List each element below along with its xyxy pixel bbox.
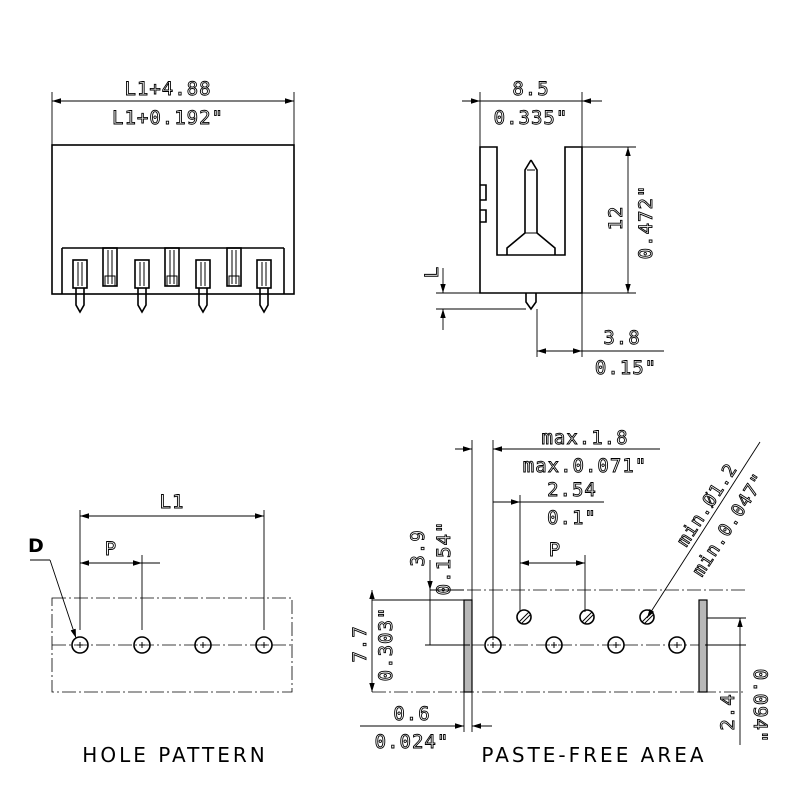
paste-hole-circle: [668, 636, 686, 654]
paste-free-view: max.1.8 max.0.071" 2.54 0.1" P min.Ø1.2 …: [349, 427, 772, 767]
paste-row-in: 0.094": [749, 669, 771, 744]
paste-pitch-mm: 2.54: [547, 479, 597, 501]
paste-row-mm: 2.4: [717, 693, 739, 730]
front-pin: [164, 247, 180, 287]
paste-circles: [484, 609, 686, 654]
front-width-mm: L1+4.88: [124, 78, 211, 100]
hole-circle: [71, 636, 89, 654]
side-depth-mm: 8.5: [512, 78, 549, 100]
paste-edge-mm: 0.6: [393, 703, 430, 725]
paste-hole-circle: [607, 636, 625, 654]
front-pin: [226, 247, 242, 287]
paste-offset-mm: 3.9: [407, 529, 429, 566]
pin-offset-in: 0.15": [595, 357, 657, 379]
hole-diameter-label: D: [28, 535, 44, 557]
hole-length-label: L1: [160, 491, 185, 513]
hole-circle: [255, 636, 273, 654]
paste-width-mm: 7.7: [349, 625, 371, 662]
paste-offset-in: 0.154": [433, 521, 455, 596]
paste-max-mm: max.1.8: [541, 427, 628, 449]
front-view: L1+4.88 L1+0.192": [51, 78, 295, 314]
side-height-mm: 12: [605, 206, 627, 231]
paste-pad-circle: [579, 609, 595, 625]
hole-pattern-caption: HOLE PATTERN: [82, 743, 267, 767]
paste-edge-in: 0.024": [375, 731, 450, 753]
hole-pitch-label: P: [105, 538, 117, 560]
paste-pitch-in: 0.1": [547, 507, 597, 529]
hole-circle: [133, 636, 151, 654]
pin-offset-mm: 3.8: [603, 327, 640, 349]
front-pin: [102, 247, 118, 287]
front-pins: [72, 247, 272, 314]
paste-hole-circle: [545, 636, 563, 654]
front-pin: [195, 259, 211, 314]
front-pin: [134, 259, 150, 314]
paste-free-caption: PASTE-FREE AREA: [481, 743, 706, 767]
hole-circles: [71, 636, 273, 654]
paste-pitch-label: P: [549, 539, 561, 561]
side-depth-in: 0.335": [494, 107, 569, 129]
front-pin: [256, 259, 272, 314]
paste-pad-circle: [516, 609, 532, 625]
paste-width-in: 0.303": [375, 607, 397, 682]
hole-pattern-view: L1 P D HOLE PATTERN: [28, 491, 293, 767]
front-pin: [72, 259, 88, 314]
front-width-in: L1+0.192": [112, 107, 224, 129]
paste-hole-circle: [484, 636, 502, 654]
paste-pad-circle: [639, 609, 655, 625]
side-height-in: 0.472": [635, 185, 657, 260]
pin-length-label: L: [421, 266, 443, 278]
paste-max-in: max.0.071": [523, 455, 647, 477]
side-view: 8.5 0.335" 12 0.472" L 3.8 0.15": [421, 78, 664, 379]
hole-circle: [194, 636, 212, 654]
